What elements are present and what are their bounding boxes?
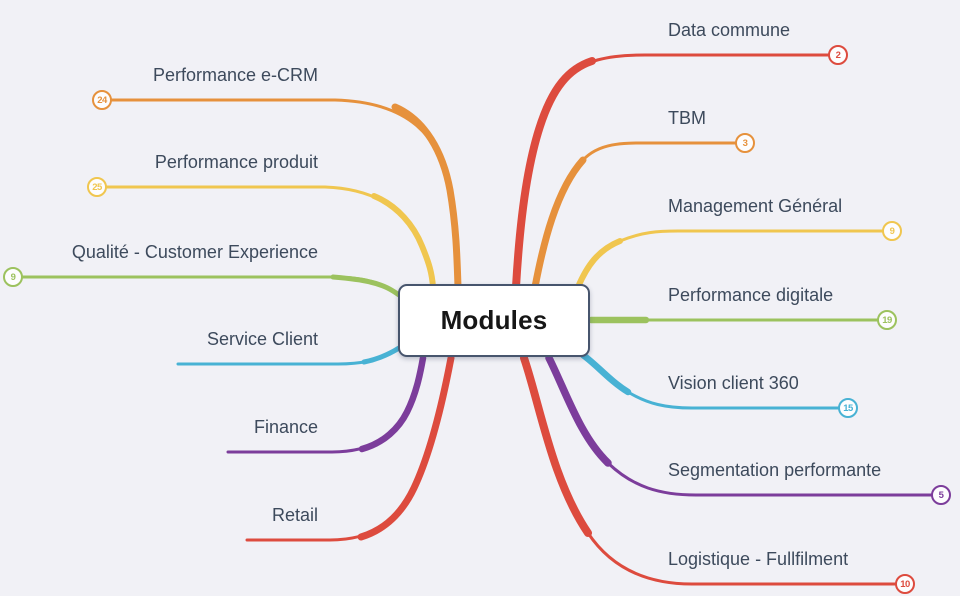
branch-management-general: [575, 229, 886, 290]
count-badge[interactable]: 24: [92, 90, 112, 110]
count-badge[interactable]: 9: [882, 221, 902, 241]
topic-performance-produit[interactable]: Performance produit: [154, 152, 318, 172]
count-badge[interactable]: 10: [895, 574, 915, 594]
branch-logistique-fullfilment: [520, 354, 898, 586]
count-badge[interactable]: 5: [931, 485, 951, 505]
branch-vision-client-360: [579, 351, 841, 410]
topic-logistique-fullfilment[interactable]: Logistique - Fullfilment: [668, 549, 849, 569]
count-badge[interactable]: 9: [3, 267, 23, 287]
topic-tbm[interactable]: TBM: [668, 108, 706, 128]
branch-finance: [226, 354, 427, 454]
branch-data-commune: [512, 53, 832, 291]
topic-data-commune[interactable]: Data commune: [668, 20, 791, 40]
topic-performance-digitale[interactable]: Performance digitale: [668, 285, 834, 305]
topic-performance-ecrm[interactable]: Performance e-CRM: [152, 65, 318, 85]
branch-performance-ecrm: [110, 98, 462, 291]
topic-qualite-customer-experience[interactable]: Qualité - Customer Experience: [71, 242, 318, 262]
count-badge[interactable]: 3: [735, 133, 755, 153]
branch-retail: [245, 354, 455, 542]
topic-segmentation-performante[interactable]: Segmentation performante: [668, 460, 882, 480]
branch-service-client: [176, 345, 402, 366]
count-badge[interactable]: 15: [838, 398, 858, 418]
central-topic-title: Modules: [440, 305, 548, 335]
topic-service-client[interactable]: Service Client: [206, 329, 318, 349]
branch-segmentation-performante: [545, 354, 934, 497]
branch-qualite-customer-experience: [21, 274, 402, 298]
topic-vision-client-360[interactable]: Vision client 360: [668, 373, 799, 393]
count-badge[interactable]: 2: [828, 45, 848, 65]
branch-performance-produit: [105, 185, 436, 290]
branch-tbm: [531, 141, 739, 291]
topic-management-general[interactable]: Management Général: [668, 196, 843, 216]
central-topic-node[interactable]: Modules: [398, 284, 590, 357]
topic-retail[interactable]: Retail: [271, 505, 318, 525]
count-badge[interactable]: 25: [87, 177, 107, 197]
topic-finance[interactable]: Finance: [253, 417, 318, 437]
count-badge[interactable]: 19: [877, 310, 897, 330]
